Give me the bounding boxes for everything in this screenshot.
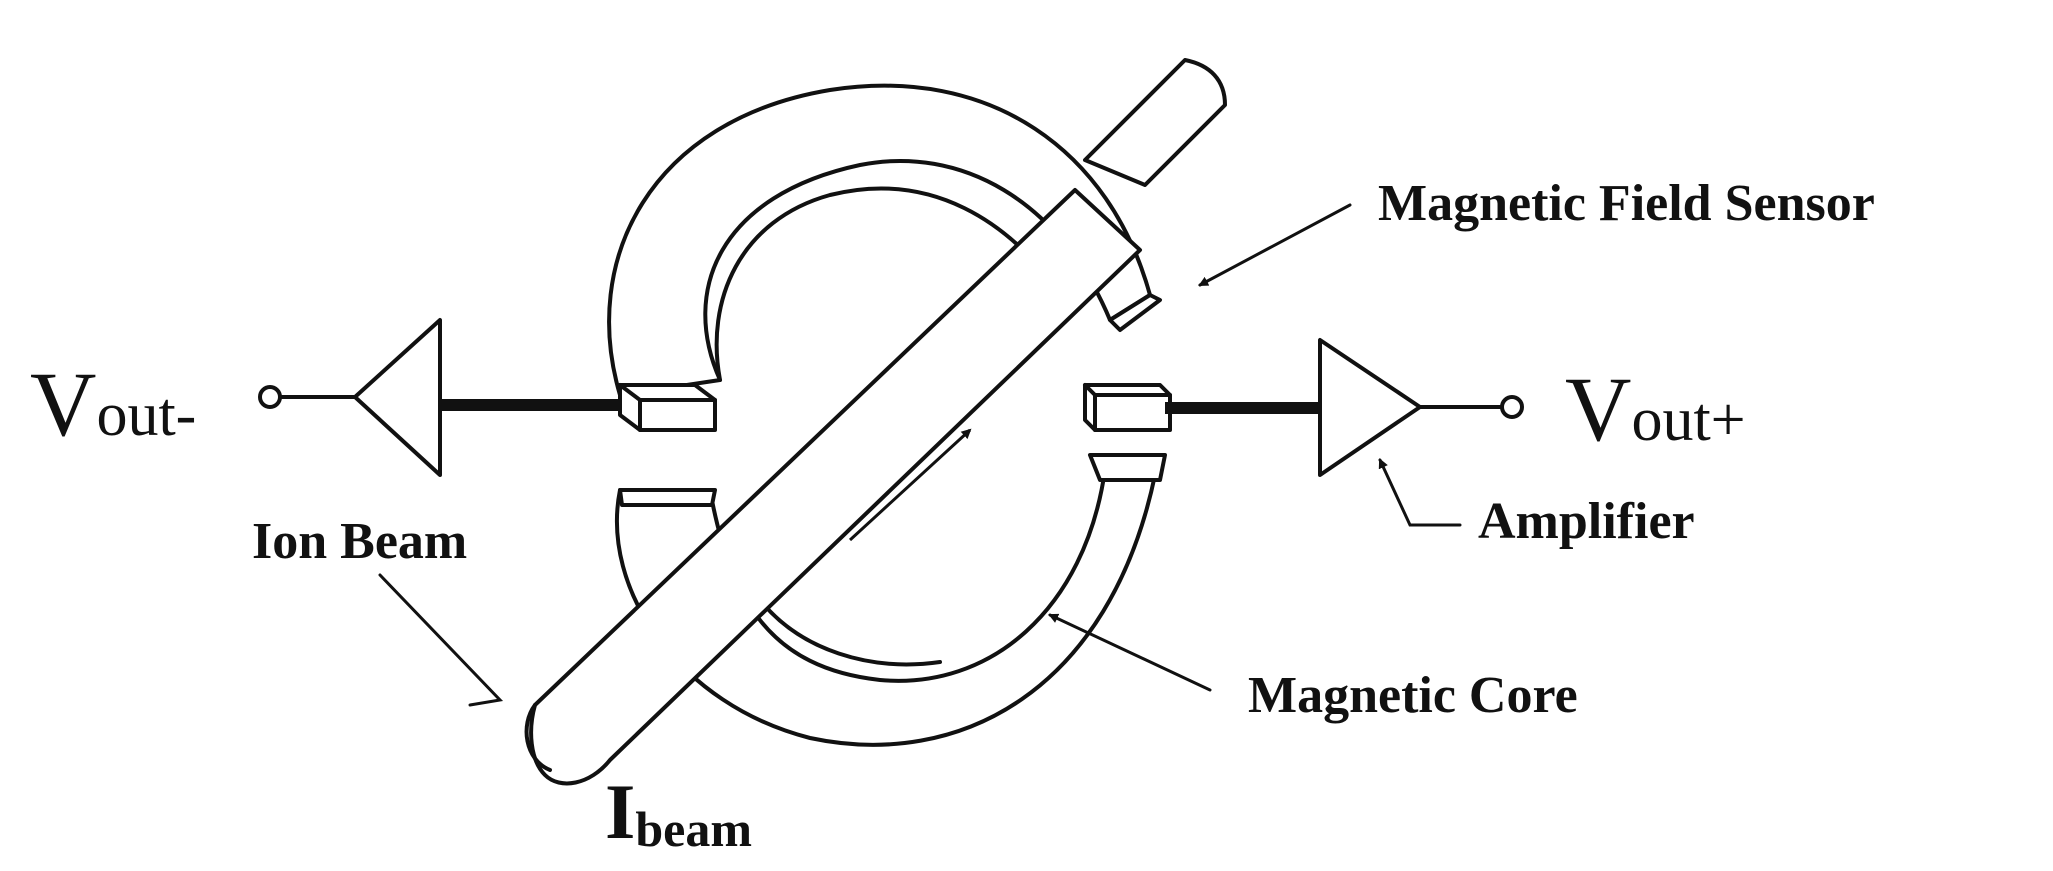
amplifier-left	[258, 318, 442, 477]
leader-field-sensor	[1198, 203, 1352, 287]
ion-beam-end-cap	[524, 703, 552, 772]
label-ibeam: Ibeam	[605, 768, 752, 857]
ion-beam-body	[529, 188, 1142, 786]
core-left-end-cap	[618, 488, 717, 507]
vout-plus-main: V	[1565, 358, 1631, 460]
label-vout-minus: Vout-	[30, 353, 196, 455]
vout-minus-main: V	[30, 353, 96, 455]
amplifier-right	[1318, 338, 1524, 477]
ion-beam-far-segment	[1083, 58, 1227, 187]
vout-minus-sub: out-	[96, 381, 196, 449]
ibeam-main: I	[605, 768, 635, 855]
core-lower-end-cap	[1088, 453, 1167, 482]
leader-amplifier	[1378, 458, 1462, 527]
magnetic-core-lower	[614, 453, 1167, 747]
label-ion-beam: Ion Beam	[252, 513, 467, 570]
ion-beam-rod	[524, 188, 1142, 786]
magnetic-core-upper	[607, 83, 1162, 397]
label-vout-plus: Vout+	[1565, 358, 1746, 460]
core-upper-front-face	[1108, 293, 1162, 332]
core-lower-face	[614, 468, 1157, 747]
leader-arrows	[378, 203, 1462, 707]
core-lower-inner-edge	[758, 598, 942, 667]
vout-plus-sub: out+	[1631, 386, 1745, 454]
leader-core	[1048, 613, 1212, 692]
ibeam-sub: beam	[635, 801, 752, 857]
label-amplifier: Amplifier	[1478, 493, 1695, 550]
core-upper-inner-edge	[714, 186, 1067, 382]
label-magnetic-field-sensor: Magnetic Field Sensor	[1378, 175, 1875, 232]
core-upper-back-face	[607, 83, 1152, 397]
magnetic-field-sensor-left	[618, 383, 717, 432]
magnetic-field-sensor-right	[1083, 383, 1172, 432]
beam-direction-arrow	[848, 428, 972, 542]
leader-ion-beam	[378, 573, 504, 707]
label-magnetic-core: Magnetic Core	[1248, 667, 1578, 724]
